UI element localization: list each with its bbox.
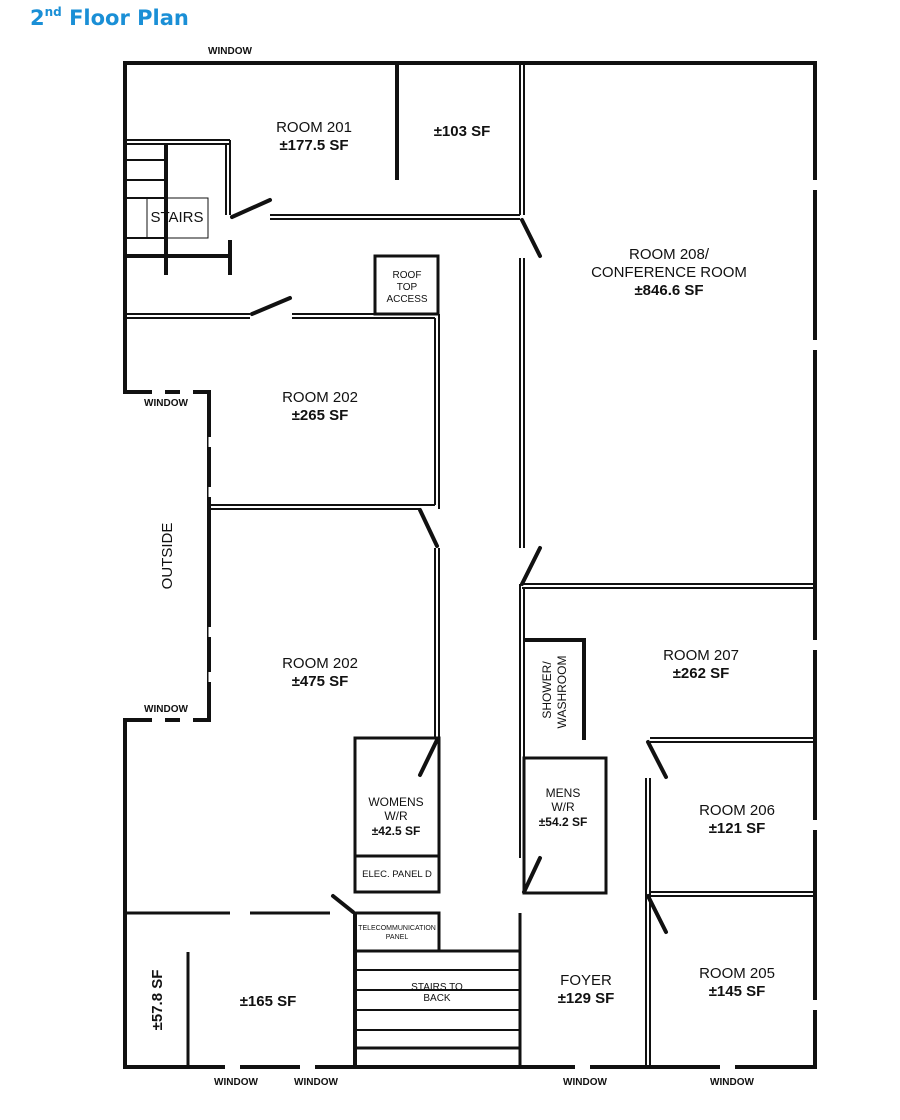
roof-access-line3: ACCESS	[386, 294, 427, 305]
room-207-name: ROOM 207	[663, 647, 739, 664]
window-label-outside-top: WINDOW	[144, 398, 188, 409]
closet-103-area: ±103 SF	[434, 123, 491, 140]
room-208-name: ROOM 208/	[629, 246, 710, 263]
mens-name: MENS	[546, 786, 581, 800]
foyer-name: FOYER	[560, 972, 612, 989]
room-201-name: ROOM 201	[276, 119, 352, 136]
roof-access-line2: TOP	[397, 282, 418, 293]
window-label-bottom-4: WINDOW	[710, 1077, 754, 1088]
room-202-lower-area: ±475 SF	[292, 673, 349, 690]
womens-area: ±42.5 SF	[372, 824, 421, 838]
window-label-bottom-2: WINDOW	[294, 1077, 338, 1088]
shower-line2: WASHROOM	[555, 656, 569, 729]
window-marks	[152, 180, 818, 1070]
stairs-back-line2: BACK	[423, 993, 451, 1004]
roof-access-line1: ROOF	[393, 270, 422, 281]
elec-panel-label: ELEC. PANEL D	[362, 869, 432, 880]
room-202-upper-name: ROOM 202	[282, 389, 358, 406]
mens-area: ±54.2 SF	[539, 815, 588, 829]
window-label-bottom-3: WINDOW	[563, 1077, 607, 1088]
womens-name2: W/R	[384, 809, 408, 823]
page-title: 2nd Floor Plan	[30, 5, 189, 30]
foyer-area: ±129 SF	[558, 990, 615, 1007]
room-201-area: ±177.5 SF	[279, 137, 348, 154]
window-label-outside-bottom: WINDOW	[144, 704, 188, 715]
doors	[230, 198, 668, 934]
room-57-area: ±57.8 SF	[149, 970, 166, 1031]
window-label-bottom-1: WINDOW	[214, 1077, 258, 1088]
womens-name: WOMENS	[368, 795, 423, 809]
room-206-name: ROOM 206	[699, 802, 775, 819]
room-205-name: ROOM 205	[699, 965, 775, 982]
room-208-area: ±846.6 SF	[634, 282, 703, 299]
room-206-area: ±121 SF	[709, 820, 766, 837]
room-207-area: ±262 SF	[673, 665, 730, 682]
title-ordinal-suffix: nd	[44, 5, 62, 19]
interior-walls	[125, 63, 813, 1067]
room-202-upper-area: ±265 SF	[292, 407, 349, 424]
title-ordinal: 2	[30, 6, 45, 30]
shower-line1: SHOWER/	[540, 661, 554, 719]
room-205-area: ±145 SF	[709, 983, 766, 1000]
room-165-area: ±165 SF	[240, 993, 297, 1010]
window-label-top: WINDOW	[208, 46, 252, 57]
room-208-name2: CONFERENCE ROOM	[591, 264, 747, 281]
telecom-line1: TELECOMMUNICATION	[358, 925, 436, 932]
outside-label: OUTSIDE	[159, 523, 176, 590]
mens-name2: W/R	[551, 800, 575, 814]
stairs-back-line1: STAIRS TO	[411, 982, 463, 993]
stairs-label: STAIRS	[150, 209, 203, 226]
title-text: Floor Plan	[69, 6, 189, 30]
room-202-lower-name: ROOM 202	[282, 655, 358, 672]
telecom-line2: PANEL	[386, 934, 409, 941]
